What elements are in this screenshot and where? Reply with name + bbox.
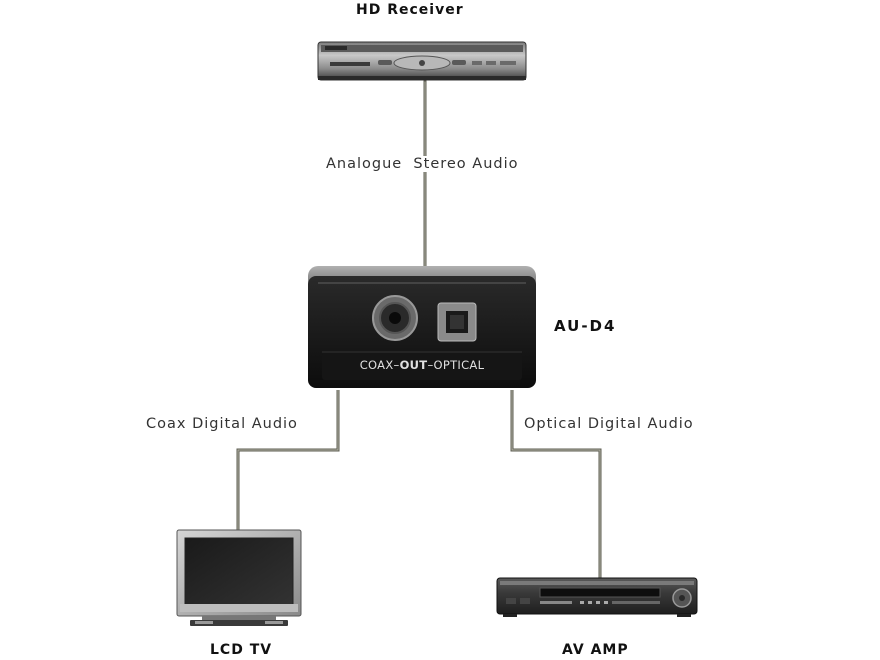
- panel-label-out: OUT: [399, 358, 428, 372]
- lcd-tv-device: [176, 529, 302, 626]
- lcd-tv-title: LCD TV: [210, 642, 273, 658]
- au-d4-title: AU-D4: [554, 317, 617, 335]
- converter-panel-label: COAX–OUT–OPTICAL: [322, 358, 522, 372]
- av-amp-device: [496, 577, 698, 617]
- hd-receiver-title: HD Receiver: [356, 2, 464, 18]
- hd-receiver-device: [317, 41, 527, 81]
- optical-digital-audio-label: Optical Digital Audio: [524, 416, 694, 432]
- au-d4-converter-device: [308, 266, 536, 388]
- panel-label-coax: COAX–: [359, 358, 400, 372]
- analogue-stereo-audio-label: Analogue Stereo Audio: [326, 156, 519, 172]
- cable-optical: [510, 390, 602, 578]
- coax-digital-audio-label: Coax Digital Audio: [146, 416, 298, 432]
- panel-label-optical: –OPTICAL: [427, 358, 485, 372]
- cable-coax: [236, 390, 340, 532]
- av-amp-title: AV AMP: [562, 642, 629, 658]
